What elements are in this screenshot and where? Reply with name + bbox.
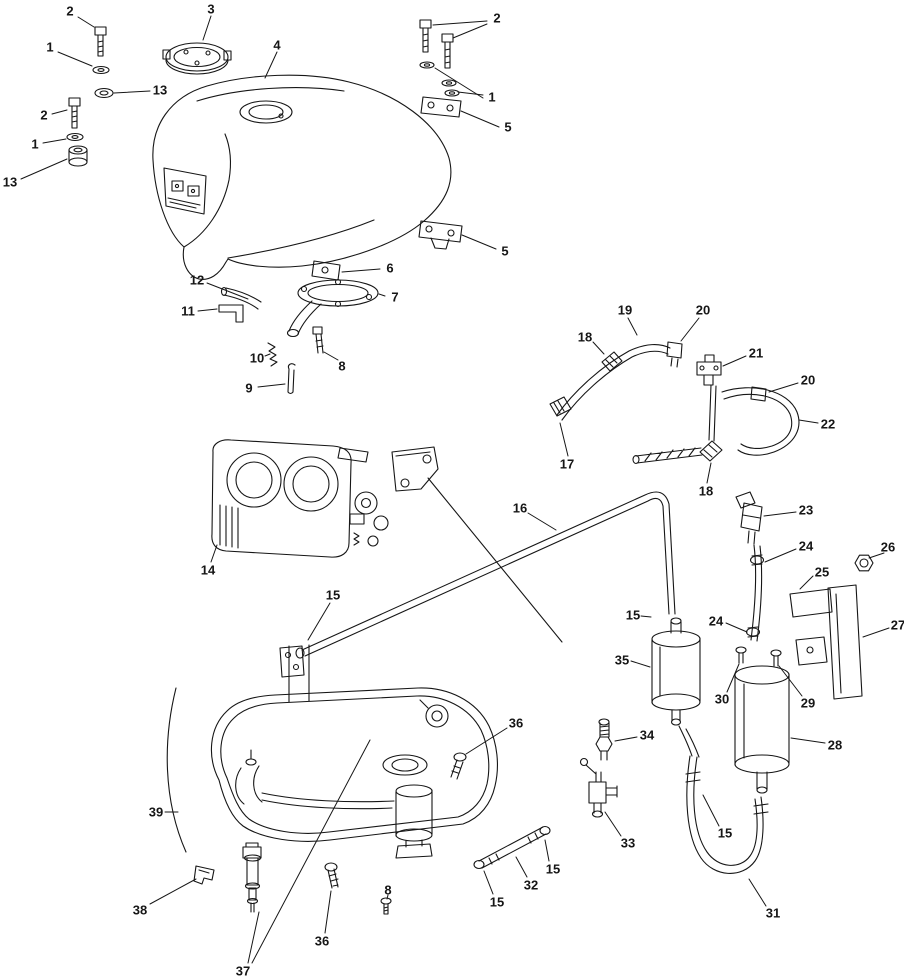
fuel-tank [152,74,452,280]
callout-20: 20 [695,302,711,318]
callout-27: 27 [890,617,904,633]
callout-1: 1 [31,136,39,152]
callout-8: 8 [384,882,392,898]
callout-24: 24 [708,613,724,629]
callout-18: 18 [698,483,714,499]
retainer-clip [193,865,215,885]
fitting-34 [595,718,613,761]
bracket-25-27 [789,584,863,700]
callout-14: 14 [200,562,216,578]
callout-13: 13 [152,82,168,98]
callout-16: 16 [512,500,528,516]
callout-2: 2 [40,107,48,123]
callout-39: 39 [148,804,164,820]
callout-6: 6 [386,260,394,276]
mounting-hardware-left [66,26,114,167]
fuel-pump [734,665,790,794]
valve-33 [579,757,618,818]
callout-1: 1 [488,89,496,105]
callout-15: 15 [545,861,561,877]
hose-31 [678,725,769,874]
callout-28: 28 [827,737,843,753]
callout-26: 26 [880,539,896,555]
throttle-body [211,439,563,643]
callout-36: 36 [508,715,524,731]
fuel-line-16 [295,491,676,659]
callout-24: 24 [798,538,814,554]
fuel-injector [242,842,262,913]
bracket-upper [420,96,462,118]
screw-8 [380,897,392,915]
callout-12: 12 [189,272,205,288]
callout-2: 2 [66,3,74,19]
callout-35: 35 [614,652,630,668]
callout-18: 18 [577,329,593,345]
callout-10: 10 [249,350,265,366]
callout-32: 32 [523,877,539,893]
screw-36 [324,862,339,889]
leader-lines [20,15,890,964]
callout-2: 2 [493,10,501,26]
hose-32 [473,825,551,870]
vent-hose-assembly [549,341,800,465]
callout-21: 21 [748,345,764,361]
callout-22: 22 [820,416,836,432]
callout-7: 7 [391,289,399,305]
callout-15: 15 [325,587,341,603]
fuel-cap [162,42,232,75]
callout-5: 5 [501,243,509,259]
callout-30: 30 [714,691,730,707]
callout-15: 15 [625,607,641,623]
callout-34: 34 [639,727,655,743]
petcock-assembly [218,260,379,395]
callout-3: 3 [207,1,215,17]
callout-17: 17 [559,456,575,472]
callout-33: 33 [620,835,636,851]
callout-9: 9 [245,380,253,396]
pump-bolts [735,646,782,667]
callout-29: 29 [800,695,816,711]
callout-15: 15 [489,894,505,910]
frame-line-assembly [166,644,498,859]
callout-13: 13 [2,174,18,190]
fuel-filter [651,617,701,726]
callout-8: 8 [338,358,346,374]
callout-38: 38 [132,902,148,918]
callout-19: 19 [617,302,633,318]
callout-23: 23 [798,502,814,518]
mounting-hardware-right [419,19,460,97]
bracket-lower [418,220,463,250]
callout-15: 15 [717,825,733,841]
nut-26 [854,554,874,572]
callout-5: 5 [504,119,512,135]
callout-20: 20 [800,372,816,388]
callout-36: 36 [314,933,330,949]
callout-1: 1 [46,39,54,55]
callout-37: 37 [235,963,251,977]
check-valve [735,491,763,545]
callout-4: 4 [273,37,281,53]
callout-25: 25 [814,564,830,580]
callout-11: 11 [181,303,195,319]
hose-24 [745,544,765,642]
callout-31: 31 [765,905,781,921]
